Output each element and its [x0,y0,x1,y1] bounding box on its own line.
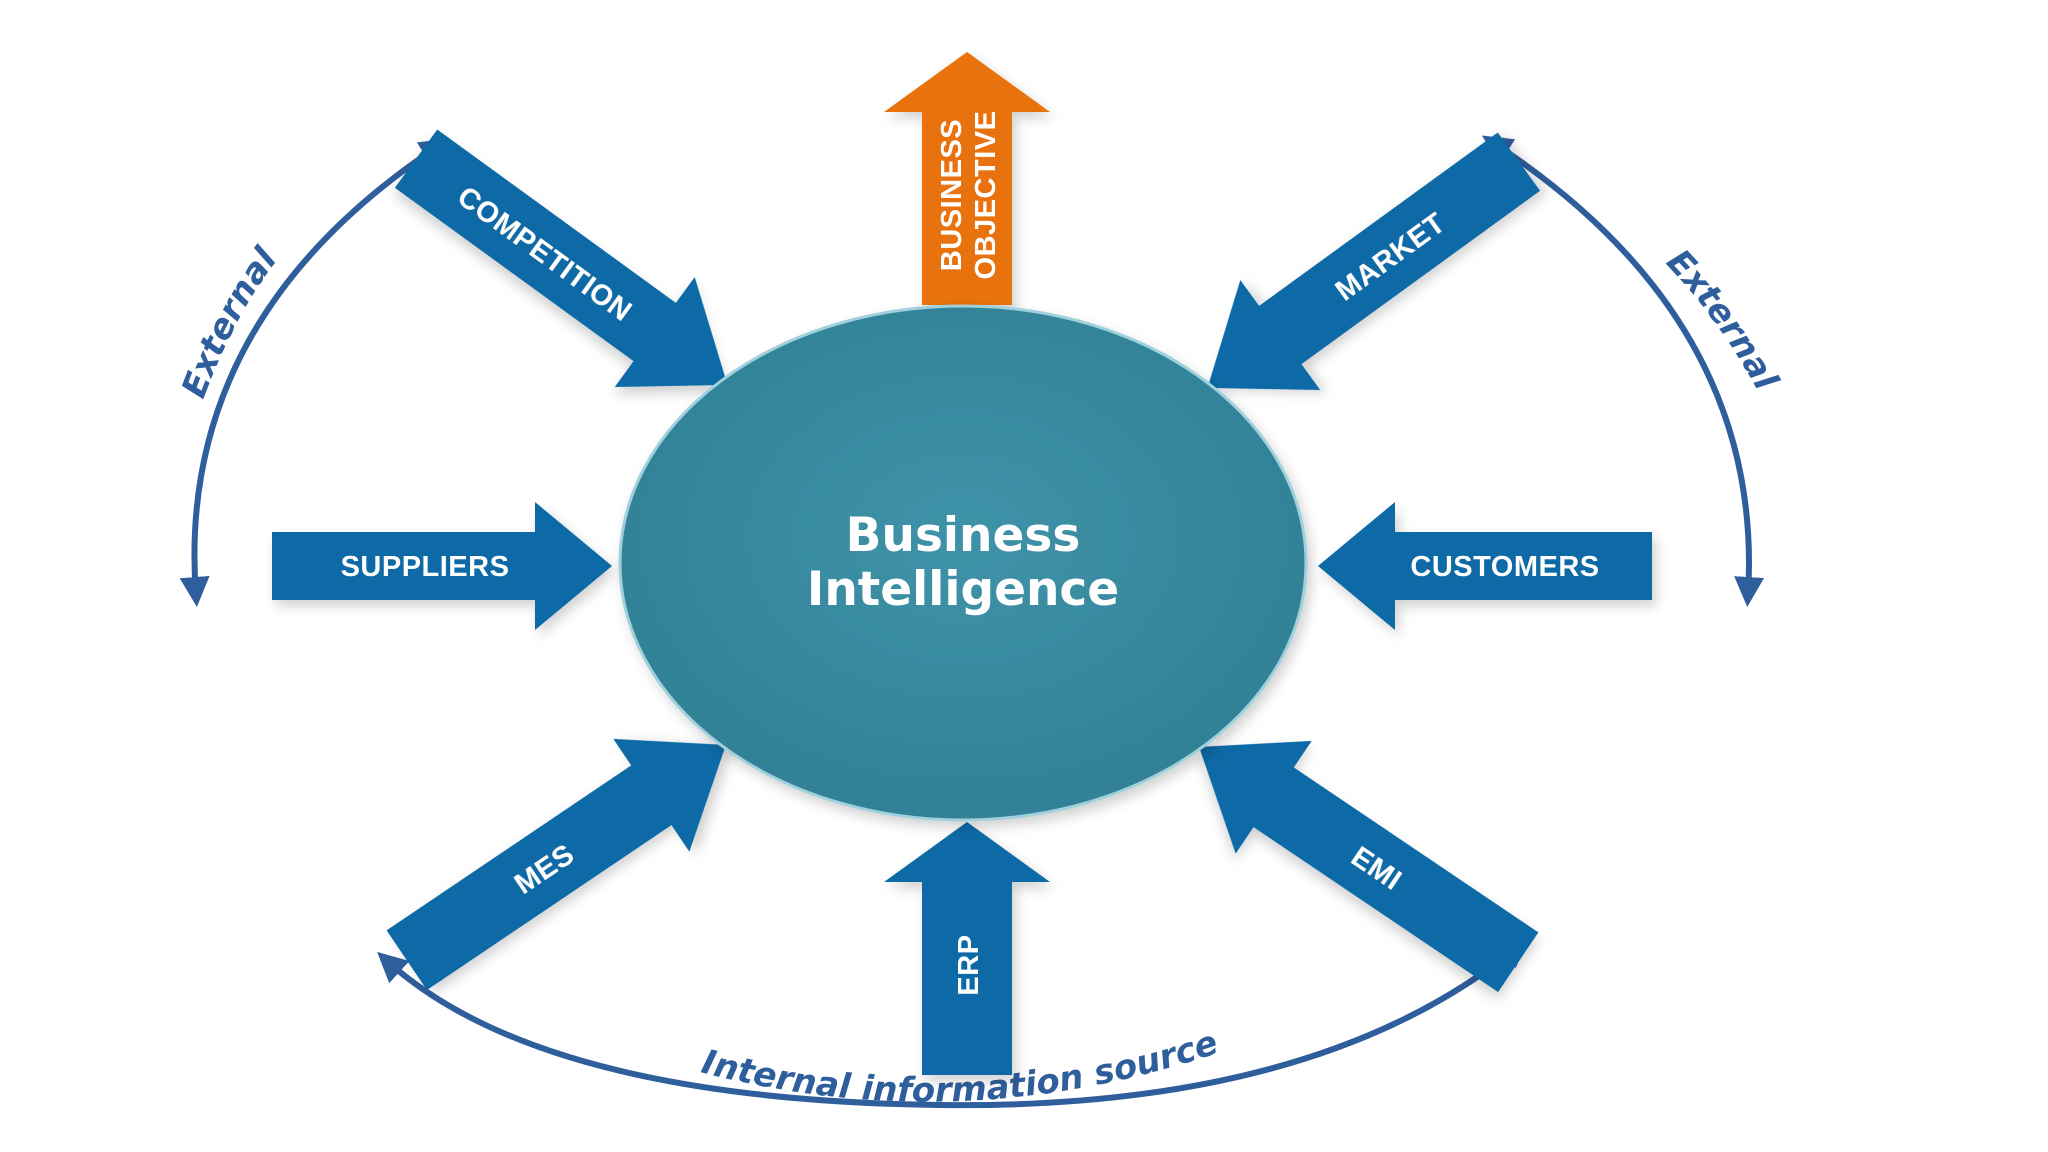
competition-arrow-shape [394,129,728,388]
suppliers-arrow: SUPPLIERS [272,502,612,630]
mes-arrow: MES [386,738,726,991]
internal-arc [377,937,1530,1109]
external-left-arc [179,138,451,607]
customers-label: CUSTOMERS [1410,551,1599,583]
erp-arrow-shape [884,822,1050,1075]
market-arrow: MARKET [1207,132,1541,391]
center-title-line1: Business [846,508,1081,563]
emi-arrow-shape [1199,740,1539,993]
erp-arrow: ERP [884,822,1050,1075]
business-objective-label-line1: BUSINESS [936,119,968,271]
customers-arrow: CUSTOMERS [1318,502,1652,630]
competition-label: COMPETITION [451,181,637,328]
center-title-line2: Intelligence [807,562,1119,617]
emi-arrow: EMI [1199,740,1539,993]
market-arrow-shape [1207,132,1541,391]
center-ellipse [618,304,1308,822]
erp-label: ERP [953,934,985,995]
customers-arrow-shape [1318,502,1652,630]
business-objective-label-line2: OBJECTIVE [970,111,1002,280]
mes-arrow-shape [386,738,726,991]
external-right-arc [1481,135,1765,607]
suppliers-arrow-shape [272,502,612,630]
business-intelligence-center: Business Intelligence [618,304,1308,822]
business-objective-arrow: BUSINESS OBJECTIVE [884,52,1050,305]
business-objective-arrow-shape [884,52,1050,305]
suppliers-label: SUPPLIERS [341,551,510,583]
